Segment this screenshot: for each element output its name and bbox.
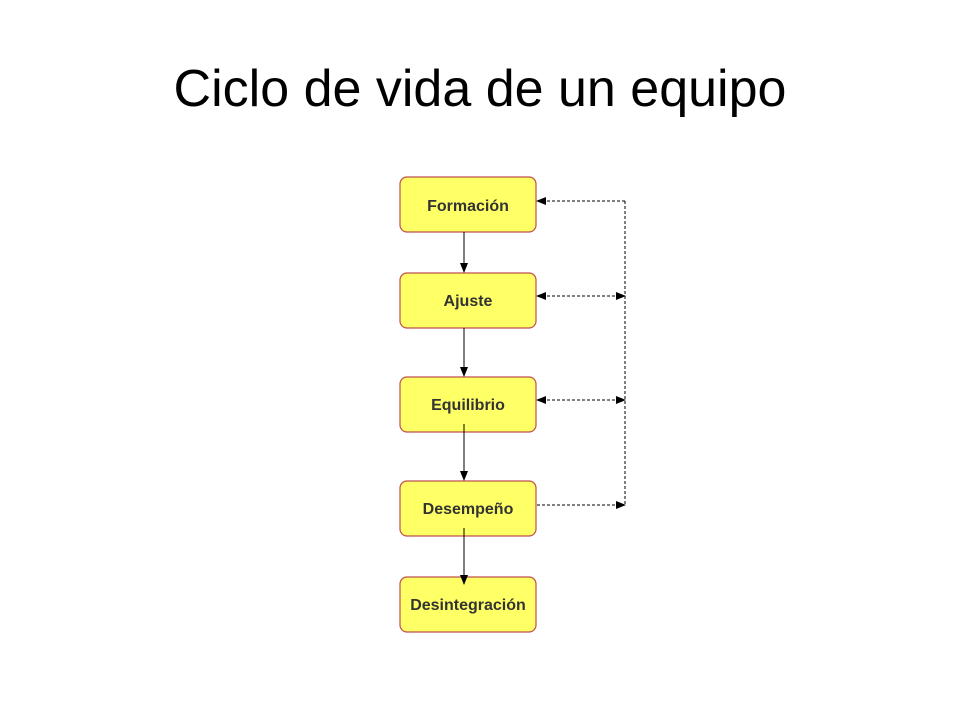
stage-label: Formación [427,198,509,215]
stage-label: Desempeño [423,501,514,518]
stage-label: Ajuste [444,293,493,310]
stage-equilibrio: Equilibrio [399,376,537,433]
stage-desintegracion: Desintegración [399,576,537,633]
stage-label: Desintegración [410,597,526,614]
stage-label: Equilibrio [431,397,505,414]
stage-formacion: Formación [399,176,537,233]
page-title: Ciclo de vida de un equipo [173,60,787,118]
stage-desempeno: Desempeño [399,480,537,537]
stage-ajuste: Ajuste [399,272,537,329]
